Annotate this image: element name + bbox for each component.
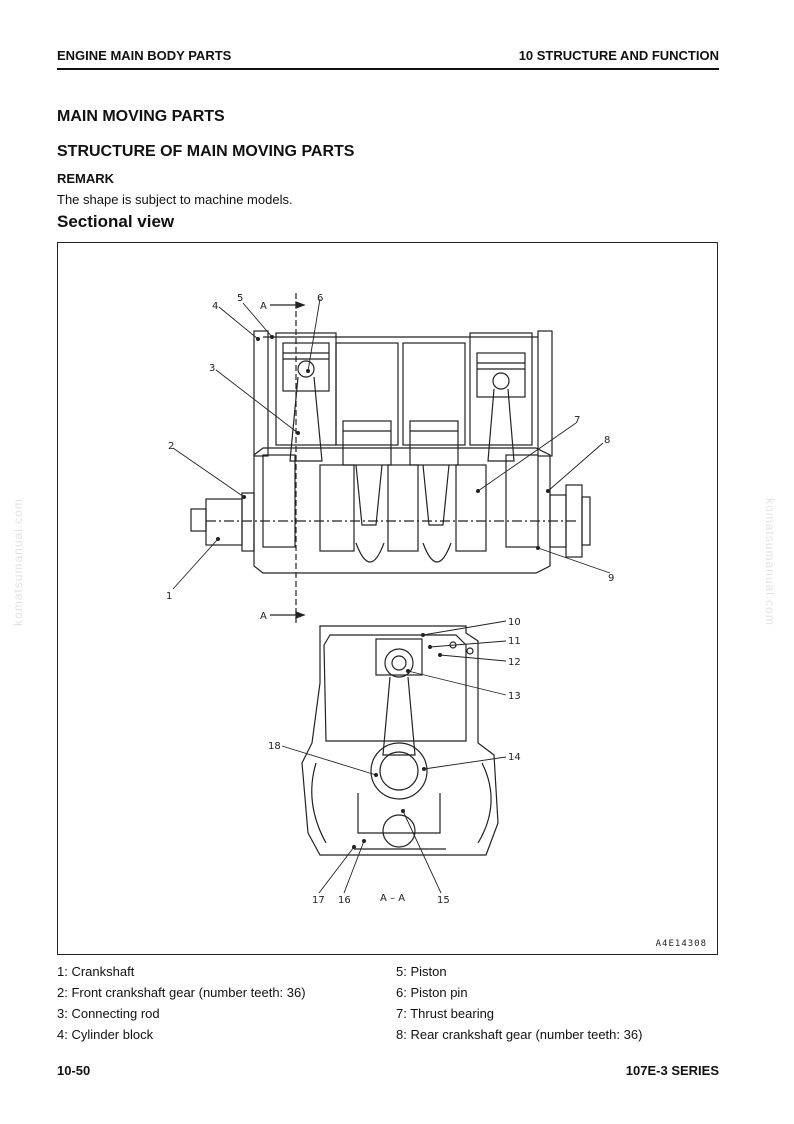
watermark-left: komatsumanual.com [10, 498, 25, 626]
callout-4: 4 [212, 301, 218, 312]
header-chapter-title: 10 STRUCTURE AND FUNCTION [518, 48, 719, 63]
section-mark-top: A [260, 301, 267, 312]
callout-8: 8 [604, 435, 610, 446]
engine-section-drawing: 1 2 3 4 5 6 7 8 9 10 11 12 13 14 15 16 1… [166, 293, 614, 906]
heading-structure: STRUCTURE OF MAIN MOVING PARTS [57, 143, 355, 160]
callout-12: 12 [508, 657, 521, 668]
legend-item: 5: Piston [396, 964, 447, 979]
callout-1: 1 [166, 591, 172, 602]
callout-14: 14 [508, 752, 521, 763]
callout-6: 6 [317, 293, 323, 304]
legend-item: 4: Cylinder block [57, 1027, 154, 1042]
callout-17: 17 [312, 895, 325, 906]
series-name: 107E-3 SERIES [625, 1063, 719, 1078]
page-number: 10-50 [57, 1063, 91, 1078]
callout-11: 11 [508, 636, 521, 647]
legend-item: 2: Front crankshaft gear (number teeth: … [57, 985, 306, 1000]
watermark-right: komatsumanual.com [762, 498, 777, 626]
section-mark-bottom: A [260, 611, 267, 622]
figure-code: A4E14308 [655, 939, 707, 949]
legend-column-2: 5: Piston 6: Piston pin 7: Thrust bearin… [396, 961, 642, 1045]
header-rule [57, 68, 719, 70]
legend-item: 1: Crankshaft [57, 964, 135, 979]
remark-text: The shape is subject to machine models. [57, 192, 293, 207]
heading-sectional-view: Sectional view [57, 212, 175, 231]
callout-9: 9 [608, 573, 614, 584]
callout-15: 15 [437, 895, 450, 906]
legend-column-1: 1: Crankshaft 2: Front crankshaft gear (… [57, 961, 306, 1045]
legend-item: 8: Rear crankshaft gear (number teeth: 3… [396, 1027, 643, 1042]
callout-2: 2 [168, 441, 174, 452]
callout-18: 18 [268, 741, 281, 752]
callout-3: 3 [209, 363, 215, 374]
legend-item: 3: Connecting rod [57, 1006, 160, 1021]
callout-5: 5 [237, 293, 243, 304]
legend-item: 6: Piston pin [396, 985, 468, 1000]
section-caption: A – A [380, 893, 405, 904]
legend-item: 7: Thrust bearing [396, 1006, 495, 1021]
remark-label: REMARK [57, 171, 115, 186]
callout-13: 13 [508, 691, 521, 702]
header-section-title: ENGINE MAIN BODY PARTS [57, 48, 232, 63]
callout-16: 16 [338, 895, 351, 906]
heading-main-moving-parts: MAIN MOVING PARTS [57, 108, 225, 125]
callout-7: 7 [574, 415, 580, 426]
sectional-view-figure: 1 2 3 4 5 6 7 8 9 10 11 12 13 14 15 16 1… [57, 242, 718, 955]
callout-10: 10 [508, 617, 521, 628]
